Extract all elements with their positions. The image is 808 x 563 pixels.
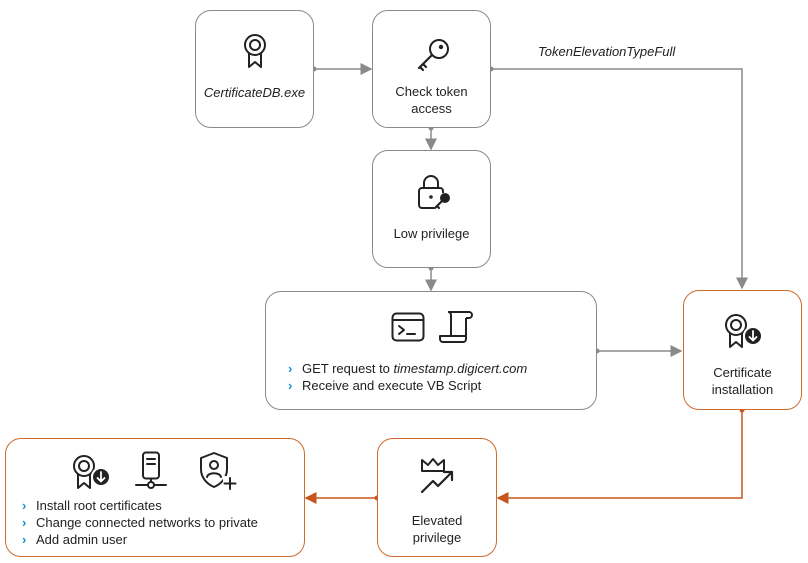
node-label-line1: Check token <box>395 84 468 99</box>
node-label-line2: access <box>411 101 452 116</box>
node-label-line2: privilege <box>412 530 462 545</box>
edge-exe-to-check <box>311 63 373 75</box>
edge-elevated-to-actions <box>304 492 380 504</box>
chevron-right-icon: › <box>22 532 27 547</box>
node-post-elevation-actions[interactable]: ›Install root certificates ›Change conne… <box>5 438 305 557</box>
node-label-line1: Elevated <box>411 513 463 528</box>
node-label-line2: installation <box>711 382 774 397</box>
bullet-add-admin-user: ›Add admin user <box>22 532 128 547</box>
node-elevated-privilege[interactable]: Elevated privilege <box>377 438 497 557</box>
crown-trend-up-icon <box>420 458 454 494</box>
edge-check-to-low <box>425 125 437 151</box>
edge-install-to-elevated <box>496 407 745 504</box>
node-label-line1: Certificate <box>713 365 772 380</box>
edge-label-full-token: TokenElevationTypeFull <box>538 44 676 59</box>
certificate-ribbon-icon <box>244 34 266 68</box>
shield-user-add-icon <box>200 452 238 491</box>
edge-script-to-install <box>594 345 683 357</box>
edge-low-to-script <box>425 265 437 292</box>
chevron-right-icon: › <box>288 361 293 376</box>
lock-key-icon <box>418 175 452 211</box>
digicert-url: timestamp.digicert.com <box>393 361 528 376</box>
chevron-right-icon: › <box>288 378 293 393</box>
bullet-install-root-certs: ›Install root certificates <box>22 498 162 513</box>
script-scroll-icon <box>439 311 473 343</box>
node-label: CertificateDB.exe <box>203 85 306 100</box>
edge-check-to-install <box>488 66 748 290</box>
certificate-download-icon <box>725 314 763 348</box>
node-low-privilege[interactable]: Low privilege <box>372 150 491 268</box>
node-certificate-installation[interactable]: Certificate installation <box>683 290 802 410</box>
bullet-receive-vbscript: ›Receive and execute VB Script <box>288 378 482 393</box>
bullet-change-networks: ›Change connected networks to private <box>22 515 258 530</box>
node-check-token-access[interactable]: Check token access <box>372 10 491 128</box>
key-icon <box>417 39 449 72</box>
node-certificatedb-exe[interactable]: CertificateDB.exe <box>195 10 314 128</box>
chevron-right-icon: › <box>22 515 27 530</box>
bullet-get-request: ›GET request to timestamp.digicert.com <box>288 361 528 376</box>
node-label: Low privilege <box>393 226 470 241</box>
certificate-download-icon <box>73 455 111 489</box>
terminal-icon <box>391 312 425 342</box>
node-script-execution[interactable]: ›GET request to timestamp.digicert.com ›… <box>265 291 597 410</box>
network-server-icon <box>135 451 167 489</box>
chevron-right-icon: › <box>22 498 27 513</box>
